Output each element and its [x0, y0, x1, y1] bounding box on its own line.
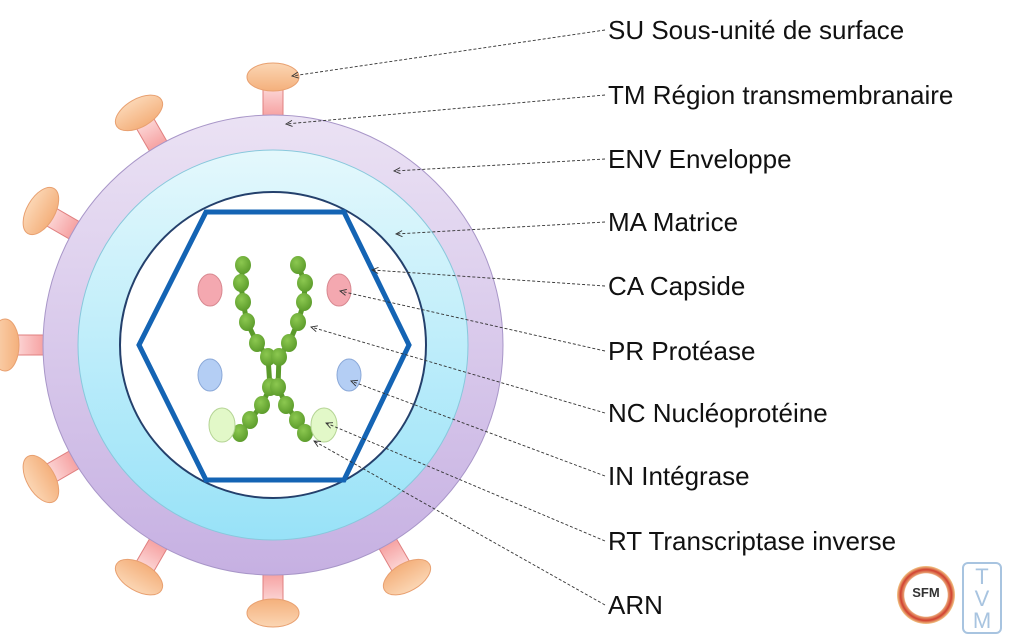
- arrowhead-icon: [313, 440, 322, 448]
- leader-line: [285, 94, 606, 125]
- label-tm: TM Région transmembranaire: [608, 80, 954, 110]
- leader-line: [339, 290, 606, 352]
- arrowhead-icon: [350, 379, 359, 387]
- arrowhead-icon: [284, 120, 293, 127]
- label-ca: CA Capside: [608, 271, 746, 301]
- su-surface-unit: [22, 454, 60, 504]
- nc-bead: [232, 424, 248, 442]
- spike: [22, 446, 87, 504]
- su-surface-unit: [114, 558, 164, 596]
- spike: [22, 186, 87, 244]
- nc-bead: [235, 293, 251, 311]
- nc-bead: [289, 411, 305, 429]
- spike: [0, 318, 54, 372]
- nc-bead: [278, 396, 294, 414]
- nc-bead: [239, 313, 255, 331]
- su-surface-unit: [0, 318, 20, 372]
- arrowhead-icon: [392, 167, 401, 175]
- arrowhead-icon: [325, 422, 334, 429]
- leader-line: [350, 380, 606, 477]
- nc-bead: [242, 411, 258, 429]
- leader-line: [291, 29, 606, 77]
- tvm-logo-v: V: [974, 586, 990, 611]
- leader-line: [393, 158, 606, 172]
- arrowhead-icon: [310, 325, 318, 333]
- sfm-logo-text: SFM: [912, 585, 940, 600]
- arrowhead-icon: [394, 230, 403, 238]
- nc-bead: [297, 424, 313, 442]
- tvm-logo: T V M: [962, 562, 1002, 634]
- rna-strand: [238, 264, 273, 435]
- leader-line: [313, 440, 606, 606]
- inner-core: [119, 191, 427, 499]
- nc-bead: [296, 293, 312, 311]
- nc-bead: [281, 334, 297, 352]
- nc-bead: [260, 348, 276, 366]
- nc-bead: [254, 396, 270, 414]
- protease-pr-right: [326, 273, 352, 307]
- su-surface-unit: [114, 94, 164, 132]
- su-surface-unit: [246, 62, 300, 92]
- label-env: ENV Enveloppe: [608, 144, 792, 174]
- label-rt: RT Transcriptase inverse: [608, 526, 897, 556]
- integrase-in-left: [197, 358, 223, 392]
- arrowhead-icon: [370, 266, 379, 274]
- nucleoprotein-nc: [232, 256, 313, 442]
- label-su: SU Sous-unité de surface: [608, 15, 905, 45]
- sfm-logo: SFM: [897, 566, 955, 624]
- nc-bead: [290, 256, 306, 274]
- nc-bead: [271, 348, 287, 366]
- nc-bead: [297, 274, 313, 292]
- label-arn: ARN: [608, 590, 663, 620]
- leader-line: [325, 422, 606, 542]
- spike: [246, 62, 300, 126]
- label-in: IN Intégrase: [608, 461, 750, 491]
- label-ma: MA Matrice: [608, 207, 739, 237]
- protease-pr-left: [197, 273, 223, 307]
- arrowhead-icon: [338, 288, 347, 296]
- nc-bead: [270, 378, 286, 396]
- reverse-transcriptase-rt-right: [310, 407, 338, 443]
- nc-bead: [233, 274, 249, 292]
- integrase-in-right: [336, 358, 362, 392]
- leader-line: [371, 269, 606, 287]
- leader-lines: [284, 29, 606, 606]
- tvm-logo-m: M: [972, 608, 992, 633]
- spike: [246, 564, 300, 628]
- su-surface-unit: [382, 558, 432, 596]
- capsid-ca: [136, 209, 412, 483]
- tvm-logo-t: T: [975, 564, 989, 589]
- reverse-transcriptase-rt-left: [208, 407, 236, 443]
- label-nc: NC Nucléoprotéine: [608, 398, 828, 428]
- su-surface-unit: [246, 598, 300, 628]
- label-pr: PR Protéase: [608, 336, 756, 366]
- nc-bead: [235, 256, 251, 274]
- nc-bead: [290, 313, 306, 331]
- arrowhead-icon: [290, 71, 299, 79]
- su-surface-unit: [22, 186, 60, 236]
- leader-line: [310, 326, 606, 414]
- nc-bead: [249, 334, 265, 352]
